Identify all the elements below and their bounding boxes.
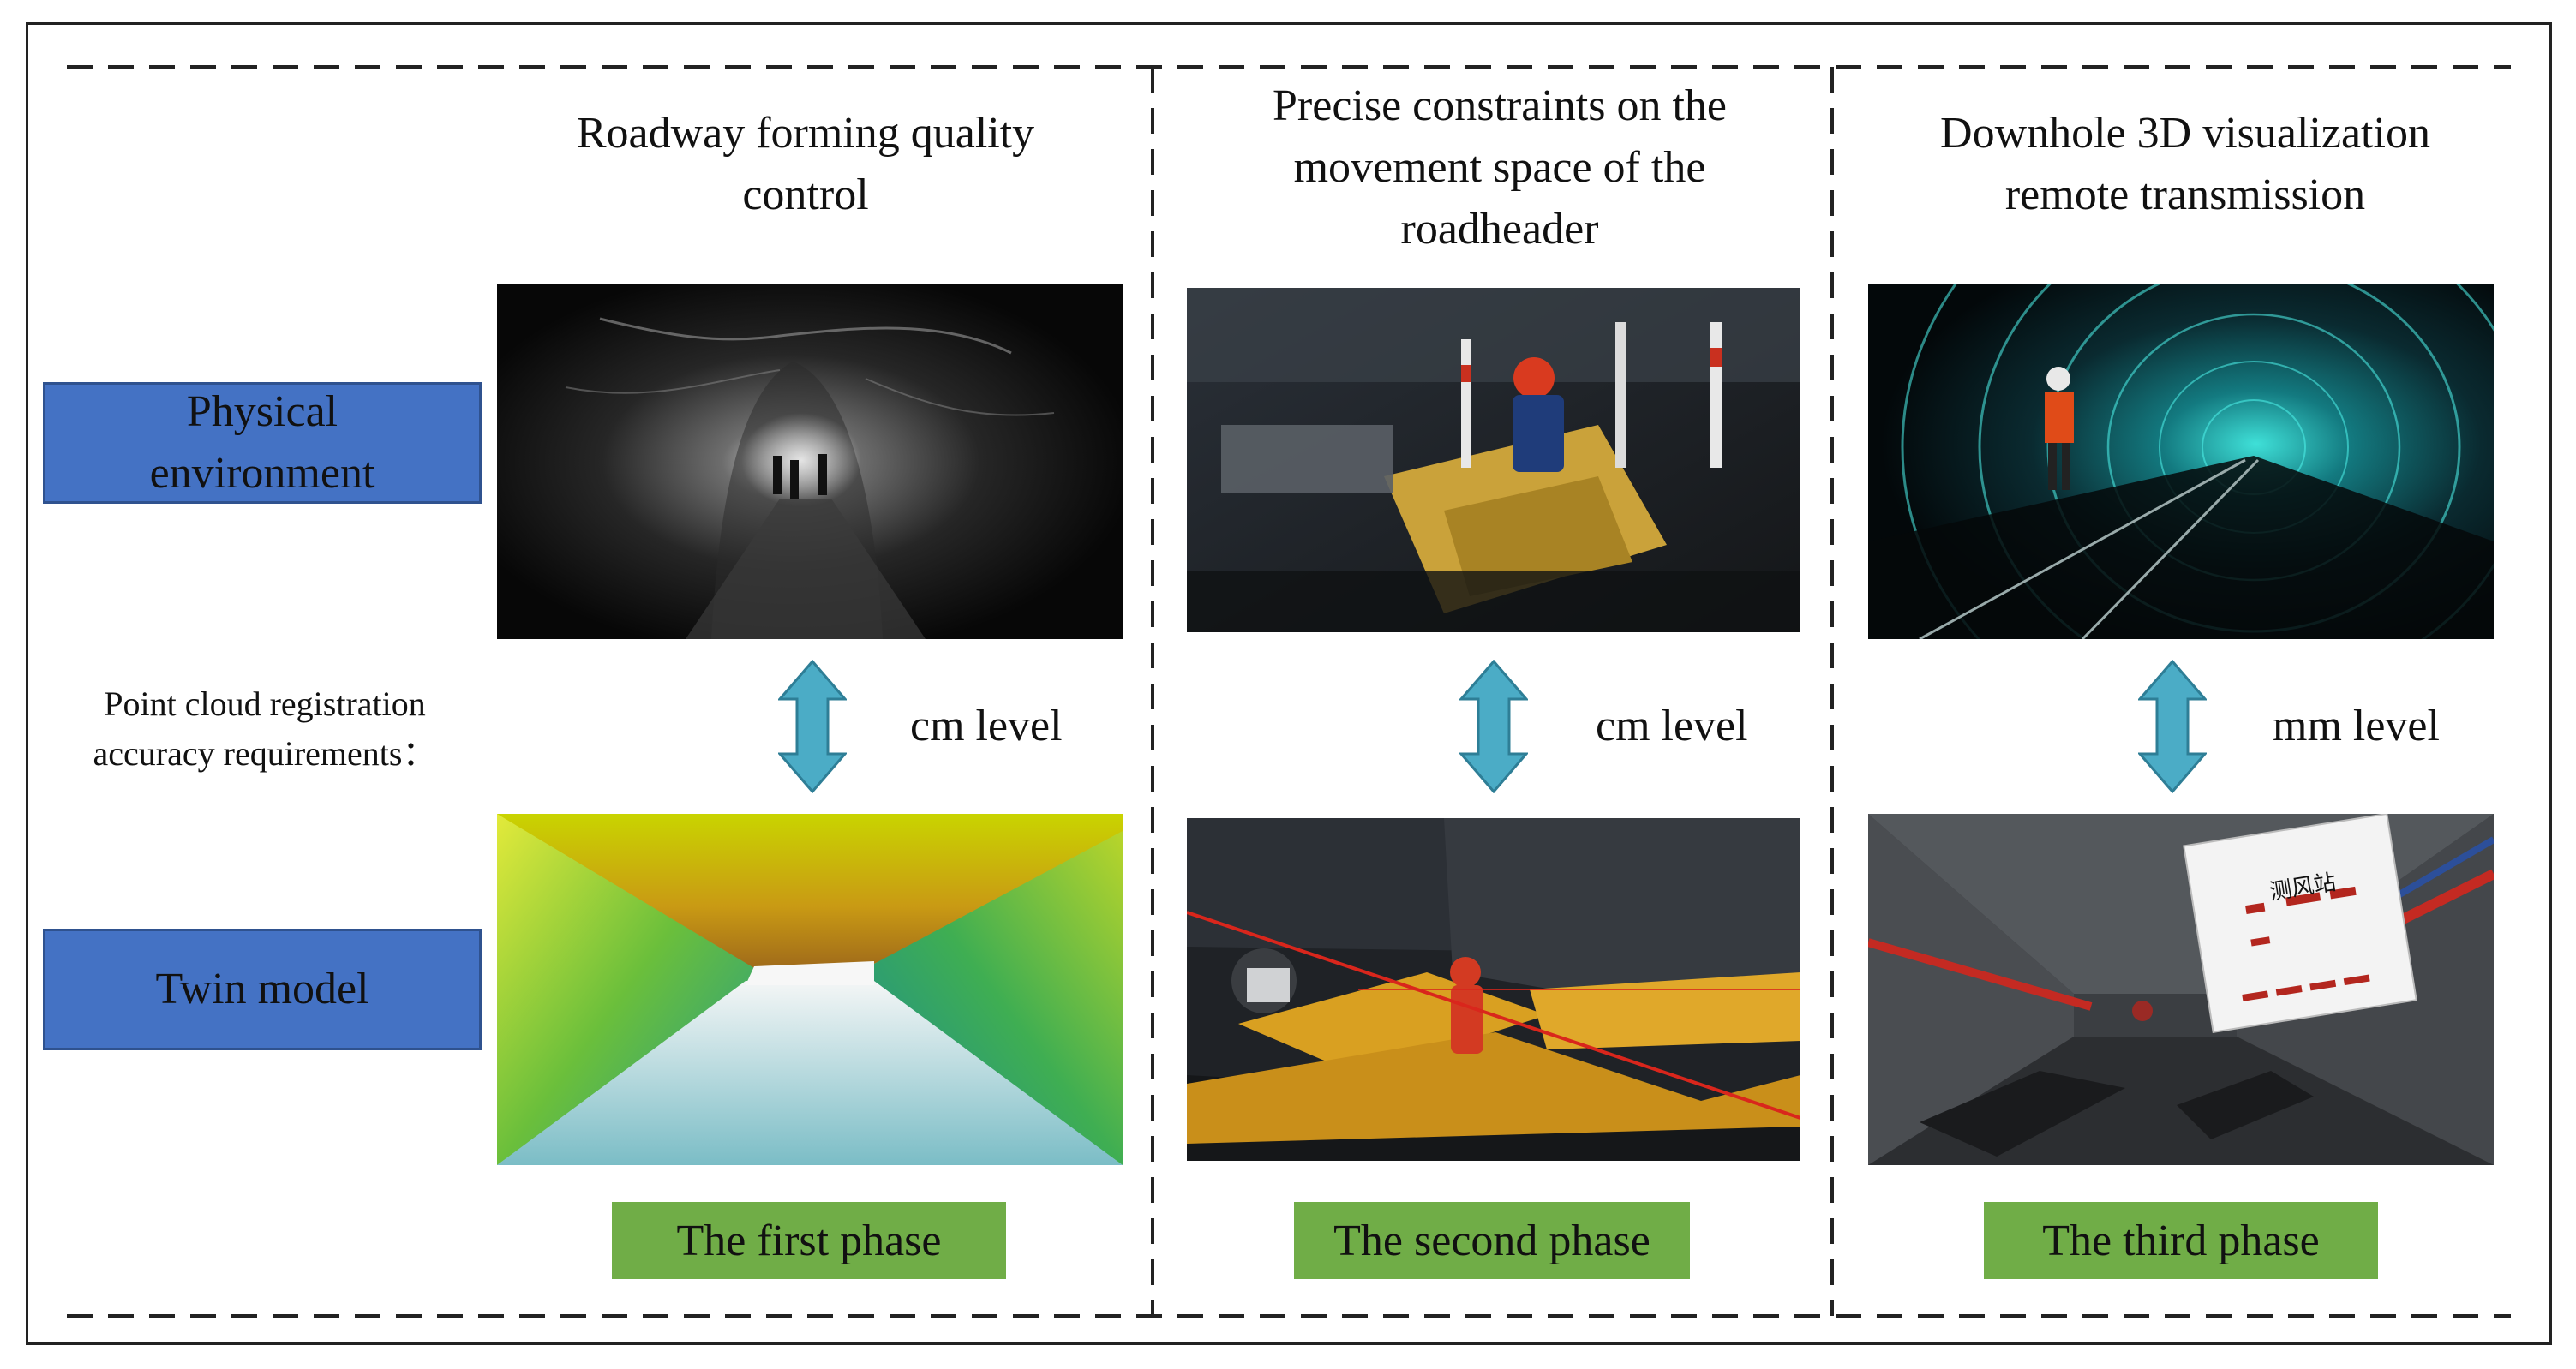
phase-2-label: The second phase — [1294, 1202, 1690, 1279]
phase-2-level: cm level — [1596, 702, 1748, 750]
roadheader-3d-model-image — [1187, 818, 1800, 1161]
phase-3-heading: Downhole 3D visualization remote transmi… — [1940, 109, 2430, 219]
phase-2-heading: Precise constraints on the movement spac… — [1273, 81, 1727, 254]
twin-model-label: Twin model — [43, 929, 482, 1050]
tunnel-3d-model-image: 测风站 — [1868, 814, 2494, 1165]
bidirectional-arrow-3 — [2138, 660, 2207, 793]
point-cloud-model-image — [497, 814, 1123, 1165]
tunnel-photo — [497, 284, 1123, 639]
bidirectional-arrow-2 — [1459, 660, 1528, 793]
phase-3-label: The third phase — [1984, 1202, 2378, 1279]
outer-frame — [26, 22, 2552, 1345]
accuracy-requirements-label: Point cloud registration accuracy requir… — [93, 684, 437, 773]
roadheader-photo — [1187, 288, 1800, 632]
phase-3-level: mm level — [2273, 702, 2440, 750]
bidirectional-arrow-1 — [778, 660, 847, 793]
physical-environment-label: Physical environment — [43, 382, 482, 504]
tunnel-visualization-photo — [1868, 284, 2494, 639]
phase-1-heading: Roadway forming quality control — [576, 109, 1035, 219]
phase-1-level: cm level — [910, 702, 1063, 750]
phase-1-label: The first phase — [612, 1202, 1006, 1279]
